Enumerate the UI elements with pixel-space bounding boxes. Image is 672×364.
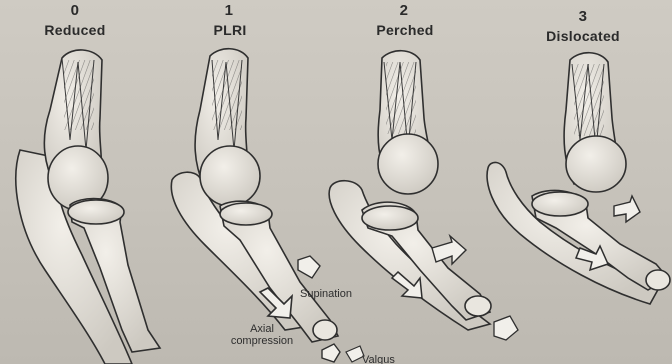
supination-arrow: [298, 256, 320, 278]
stage-2-capitellum: [378, 134, 438, 194]
stage-2-rotation-arrow: [432, 236, 466, 264]
axial-label-line1: Axial: [232, 323, 292, 335]
axial-label-line2: compression: [224, 335, 300, 347]
stage-3-elbow-drawing: [487, 53, 670, 304]
stage-1-capitellum: [200, 146, 260, 206]
stage-3-rotation-arrow: [614, 196, 640, 222]
stage-0-elbow-drawing: [16, 50, 160, 364]
valgus-label: Valgus: [362, 354, 395, 364]
valgus-arrow: [322, 344, 340, 362]
supination-label: Supination: [300, 288, 352, 300]
stage-3-capitellum: [566, 136, 626, 192]
